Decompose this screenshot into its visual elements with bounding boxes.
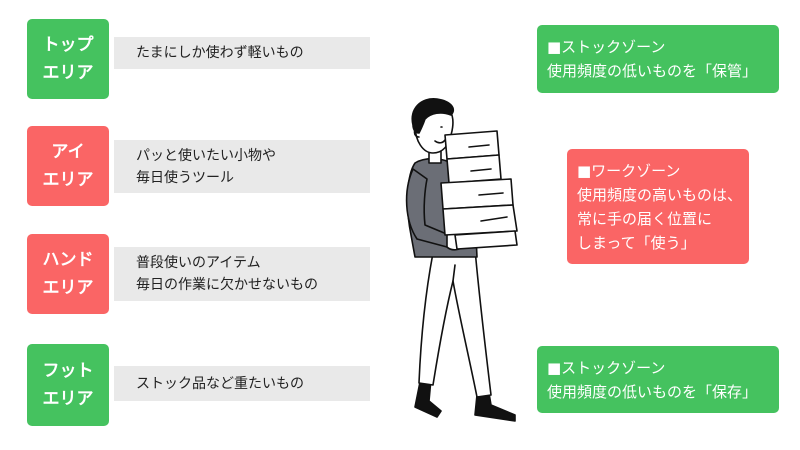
person-carrying-boxes-icon [405,98,518,422]
zone-desc-hand-line1: 普段使いのアイテム [136,255,261,271]
work-zone-line1: 使用頻度の高いものは、 [577,185,743,204]
zone-label-hand-line2: エリア [42,278,94,298]
stock-zone-bottom-line1: 使用頻度の低いものを「保存」 [547,382,758,401]
zone-label-eye-line2: エリア [42,170,94,190]
zone-label-top-line1: トップ [42,35,94,55]
zone-desc-foot: ストック品など重たいもの [114,366,370,401]
zone-label-hand-line1: ハンド [42,250,94,270]
stock-zone-bottom-callout: ■ストックゾーン 使用頻度の低いものを「保存」 [537,346,779,413]
zone-desc-eye-line1: パッと使いたい小物や [136,147,276,164]
zone-label-foot: フット エリア [27,344,109,426]
stock-zone-top-title: ■ストックゾーン [547,38,666,56]
stock-zone-top-line1: 使用頻度の低いものを「保管」 [547,62,758,80]
work-zone-line3: しまって「使う」 [577,233,696,252]
work-zone-line2: 常に手の届く位置に [577,209,713,228]
zone-desc-hand: 普段使いのアイテム 毎日の作業に欠かせないもの [114,247,370,301]
zone-desc-top-line1: たまにしか使わず軽いもの [136,45,304,61]
work-zone-title: ■ワークゾーン [577,161,681,180]
zone-label-foot-line1: フット [42,361,94,381]
zone-label-eye: アイ エリア [27,126,109,206]
zone-desc-eye: パッと使いたい小物や 毎日使うツール [114,140,370,193]
work-zone-callout: ■ワークゾーン 使用頻度の高いものは、 常に手の届く位置に しまって「使う」 [567,149,749,264]
zone-desc-eye-line2: 毎日使うツール [136,169,234,186]
zone-desc-hand-line2: 毎日の作業に欠かせないもの [136,277,318,293]
stock-zone-bottom-title: ■ストックゾーン [547,358,666,377]
zone-desc-top: たまにしか使わず軽いもの [114,37,370,69]
zone-desc-foot-line1: ストック品など重たいもの [136,375,304,392]
zone-label-eye-line1: アイ [51,142,85,162]
stock-zone-top-callout: ■ストックゾーン 使用頻度の低いものを「保管」 [537,25,779,93]
zone-label-top: トップ エリア [27,19,109,99]
zone-label-top-line2: エリア [42,63,94,83]
zone-label-foot-line2: エリア [42,389,94,409]
zone-label-hand: ハンド エリア [27,234,109,314]
